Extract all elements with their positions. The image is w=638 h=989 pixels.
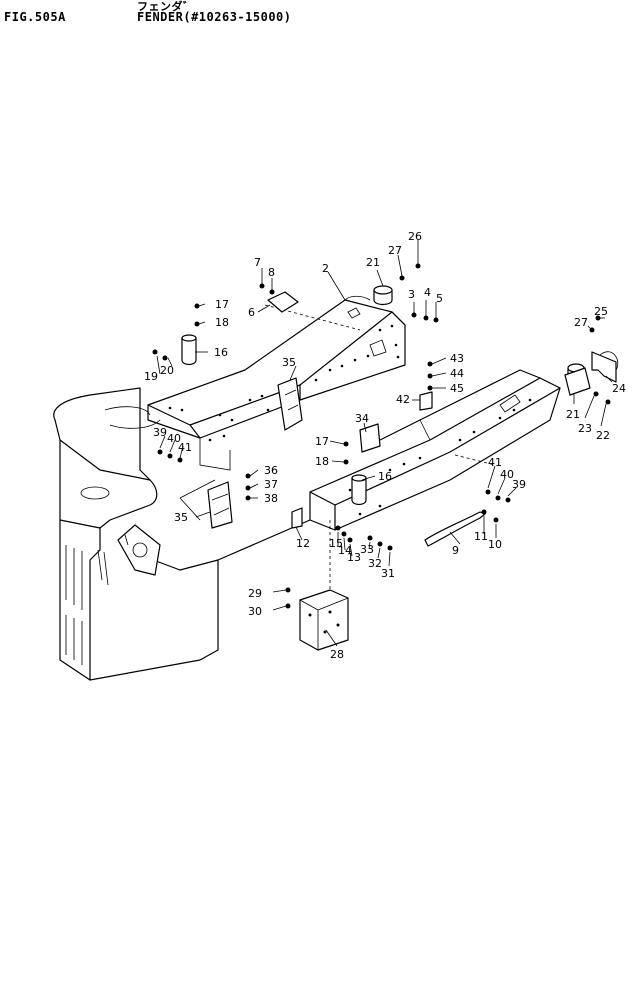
callout-25: 25 <box>594 305 608 318</box>
rear-bracket-28 <box>299 520 349 651</box>
callout-16-right: 16 <box>378 470 392 483</box>
callout-34: 34 <box>355 412 369 425</box>
callout-30: 30 <box>248 605 262 618</box>
callout-15: 15 <box>329 537 343 550</box>
callout-13: 13 <box>347 551 361 564</box>
callout-41-right: 41 <box>488 456 502 469</box>
callout-40-right: 40 <box>500 468 514 481</box>
callout-31: 31 <box>381 567 395 580</box>
callout-11: 11 <box>474 530 488 543</box>
callout-33: 33 <box>360 543 374 556</box>
callout-6: 6 <box>248 306 255 319</box>
callout-3: 3 <box>408 288 415 301</box>
callout-45: 45 <box>450 382 464 395</box>
callout-12: 12 <box>296 537 310 550</box>
seat-bracket <box>117 524 161 576</box>
callout-9: 9 <box>452 544 459 557</box>
callout-17-left: 17 <box>215 298 229 311</box>
title-english: FENDER(#10263-15000) <box>137 10 292 24</box>
callout-8: 8 <box>268 266 275 279</box>
callout-10: 10 <box>488 538 502 551</box>
callout-14: 14 <box>338 544 352 557</box>
callout-22: 22 <box>596 429 610 442</box>
fender-left <box>147 295 406 471</box>
tractor-body <box>53 387 219 681</box>
callout-39-right: 39 <box>512 478 526 491</box>
callout-23: 23 <box>578 422 592 435</box>
callout-35-upper: 35 <box>282 356 296 369</box>
fasteners <box>152 263 611 609</box>
leader-lines <box>156 240 613 647</box>
callout-4: 4 <box>424 286 431 299</box>
lower-frame-line <box>179 479 216 521</box>
callout-27-left: 27 <box>388 244 402 257</box>
callout-28: 28 <box>330 648 344 661</box>
figure-number: FIG.505A <box>4 10 66 24</box>
callout-36: 36 <box>264 464 278 477</box>
callout-21-right: 21 <box>566 408 580 421</box>
callout-24: 24 <box>612 382 626 395</box>
callout-labels: 2 7 8 6 17 18 16 19 20 21 27 26 3 4 5 43… <box>144 230 626 661</box>
support-brackets-35 <box>207 377 303 529</box>
callout-39-left: 39 <box>153 426 167 439</box>
callout-2: 2 <box>322 262 329 275</box>
callout-43: 43 <box>450 352 464 365</box>
title-japanese: フェンダ゛ <box>137 0 195 13</box>
callout-20: 20 <box>160 364 174 377</box>
callout-17-right: 17 <box>315 435 329 448</box>
callout-32: 32 <box>368 557 382 570</box>
fender-right <box>309 369 561 531</box>
callout-16-left: 16 <box>214 346 228 359</box>
callout-18-left: 18 <box>215 316 229 329</box>
callout-27-right: 27 <box>574 316 588 329</box>
callout-37: 37 <box>264 478 278 491</box>
callout-7: 7 <box>254 256 261 269</box>
callout-42: 42 <box>396 393 410 406</box>
callout-19: 19 <box>144 370 158 383</box>
callout-38: 38 <box>264 492 278 505</box>
callout-26: 26 <box>408 230 422 243</box>
callout-5: 5 <box>436 292 443 305</box>
plates <box>267 291 591 529</box>
callout-29: 29 <box>248 587 262 600</box>
callout-35-lower: 35 <box>174 511 188 524</box>
callout-18-right: 18 <box>315 455 329 468</box>
grab-bar-9 <box>424 511 486 547</box>
callout-41-left: 41 <box>178 441 192 454</box>
callout-40-left: 40 <box>167 432 181 445</box>
callout-21-left: 21 <box>366 256 380 269</box>
callout-44: 44 <box>450 367 464 380</box>
